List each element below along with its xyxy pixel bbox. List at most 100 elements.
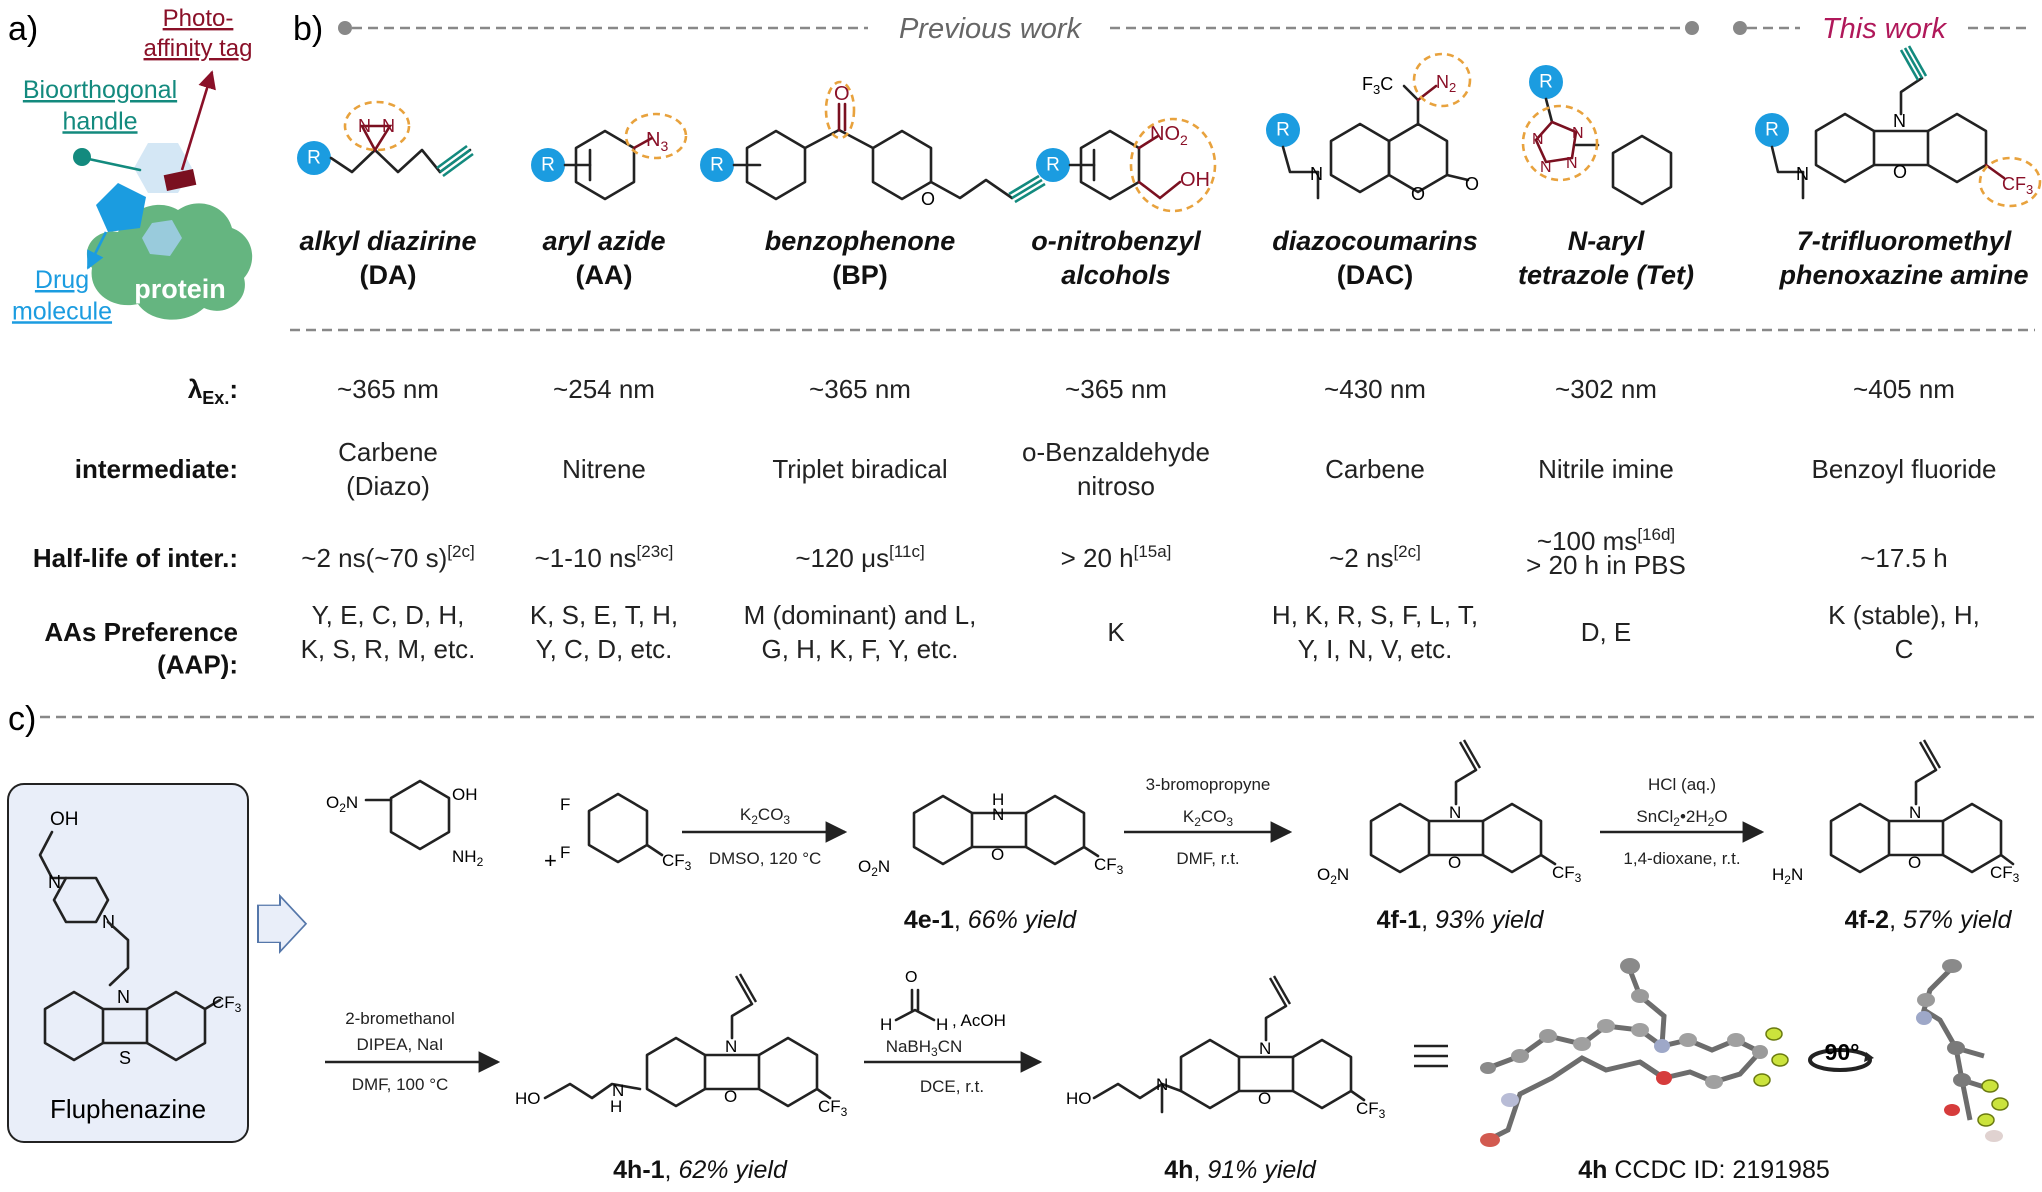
svg-text:NH2: NH2 (452, 847, 484, 869)
reactant-aminophenol: O2N OH NH2 (326, 779, 484, 869)
structure-aa: N3 (531, 112, 688, 201)
step2-cond-0: 3-bromopropyne (1146, 775, 1271, 794)
this-n-ring: N (1893, 111, 1906, 131)
cell-lambda-2: ~365 nm (809, 374, 911, 404)
svg-text:H: H (992, 790, 1004, 809)
photo-tag-arrow (180, 70, 216, 171)
svg-text:OH: OH (452, 785, 478, 804)
this-n-amine: N (1796, 164, 1809, 184)
property-table: λEx.: intermediate: Half-life of inter.:… (33, 374, 1997, 680)
structure-bp: O O (700, 80, 1046, 209)
cell-aap-4: H, K, R, S, F, L, T,Y, I, N, V, etc. (1272, 600, 1478, 664)
step4-cond-1: DIPEA, NaI (357, 1035, 444, 1054)
cell-intermediate-5: Nitrile imine (1538, 454, 1674, 484)
rotation-label: 90° (1825, 1039, 1860, 1065)
svg-text:N: N (725, 1037, 737, 1056)
rotation-icon (1808, 1048, 1874, 1072)
da-n-left: N (358, 116, 371, 136)
step4-cond-0: 2-bromethanol (345, 1009, 455, 1028)
svg-text:N: N (1156, 1075, 1168, 1094)
fluphenazine-structure: OH N N N S CF3 (38, 809, 242, 1068)
product-4h1-label: 4h-1, 62% yield (613, 1156, 788, 1184)
row-header-aap: AAs Preference(AAP): (44, 617, 238, 680)
bioorthogonal-dot (73, 148, 91, 166)
cell-halflife-6: ~17.5 h (1860, 543, 1947, 573)
formaldehyde-h-right: H (936, 1015, 948, 1034)
equivalence-sign (1414, 1044, 1448, 1068)
product-4e1: H N O O2N CF3 (858, 790, 1124, 879)
photo-tag-block (163, 169, 197, 191)
row-header-halflife: Half-life of inter.: (33, 543, 238, 573)
cell-halflife-2: ~120 μs[11c] (795, 542, 924, 573)
this-cf3: CF3 (2002, 174, 2033, 197)
cell-lambda-5: ~302 nm (1555, 374, 1657, 404)
cell-lambda-1: ~254 nm (553, 374, 655, 404)
step3-cond-0: HCl (aq.) (1648, 775, 1716, 794)
svg-text:N: N (992, 805, 1004, 824)
svg-text:O2N: O2N (326, 793, 358, 815)
cell-aap-5: D, E (1581, 617, 1632, 647)
panel-c: c) OH N N N S CF3 Fluphenazine O2N (7, 700, 2020, 1184)
scaffold-hex-small (142, 220, 182, 256)
bp-ether-o: O (921, 189, 935, 209)
product-4f2-label: 4f-2, 57% yield (1845, 906, 2013, 934)
svg-text:F: F (560, 843, 570, 862)
cell-halflife-4: ~2 ns[2c] (1329, 542, 1421, 573)
da-n-right: N (382, 116, 395, 136)
cell-halflife-5: ~100 ms[16d]> 20 h in PBS (1526, 525, 1686, 580)
svg-text:OH: OH (50, 809, 79, 830)
panel-a-label: a) (8, 10, 38, 48)
step3-cond-2: 1,4-dioxane, r.t. (1623, 849, 1740, 868)
step3-cond-1: SnCl2•2H2O (1636, 807, 1727, 829)
svg-text:HO: HO (515, 1089, 541, 1108)
svg-text:O: O (1258, 1089, 1271, 1108)
step1-cond-0: K2CO3 (740, 805, 791, 827)
svg-text:N: N (117, 987, 130, 1007)
svg-text:O2N: O2N (858, 857, 890, 879)
cell-aap-3: K (1107, 617, 1125, 647)
cell-lambda-6: ~405 nm (1853, 374, 1955, 404)
svg-text:CF3: CF3 (1356, 1099, 1386, 1121)
cell-halflife-1: ~1-10 ns[23c] (535, 542, 674, 573)
svg-text:CF3: CF3 (1094, 855, 1124, 877)
structure-da: N N (297, 100, 474, 178)
cell-lambda-3: ~365 nm (1065, 374, 1167, 404)
dac-f3c: F3C (1362, 74, 1393, 97)
probe-name-4: diazocoumarins (1272, 226, 1478, 256)
product-4f1: N O O2N CF3 (1317, 739, 1582, 887)
probe-abbr-2: (BP) (832, 260, 888, 290)
formaldehyde-h-left: H (880, 1015, 892, 1034)
svg-text:H: H (610, 1097, 622, 1116)
cell-halflife-0: ~2 ns(~70 s)[2c] (301, 542, 474, 573)
tet-n4: N (1572, 125, 1584, 142)
probe-names: alkyl diazirine (DA) aryl azide (AA) ben… (299, 226, 2028, 290)
product-4f1-label: 4f-1, 93% yield (1377, 906, 1545, 934)
cell-intermediate-4: Carbene (1325, 454, 1425, 484)
svg-text:HO: HO (1066, 1089, 1092, 1108)
tet-n3: N (1566, 155, 1578, 172)
panel-c-label: c) (8, 700, 36, 738)
svg-text:N: N (1259, 1039, 1271, 1058)
protein-blob (86, 203, 253, 320)
tet-n1: N (1532, 131, 1544, 148)
structure-dac: N O O F3C N2 (1266, 52, 1479, 204)
product-4e1-label: 4e-1, 66% yield (904, 906, 1077, 934)
row-header-lambda: λEx.: (188, 374, 238, 408)
onb-no2: NO2 (1150, 123, 1188, 148)
svg-text:N: N (612, 1081, 624, 1100)
structure-tet: N N N N (1521, 65, 1673, 206)
prev-start-dot (338, 21, 352, 35)
this-start-dot (1733, 21, 1747, 35)
panel-b-label: b) (293, 10, 323, 48)
cell-lambda-0: ~365 nm (337, 374, 439, 404)
cell-intermediate-6: Benzoyl fluoride (1812, 454, 1997, 484)
svg-text:O: O (905, 969, 917, 986)
svg-text:CF3: CF3 (1552, 863, 1582, 885)
tet-n2: N (1540, 159, 1552, 176)
structure-this: N N O CF3 (1755, 45, 2042, 208)
row-header-intermediate: intermediate: (75, 454, 238, 484)
svg-text:CF3: CF3 (1990, 863, 2020, 885)
